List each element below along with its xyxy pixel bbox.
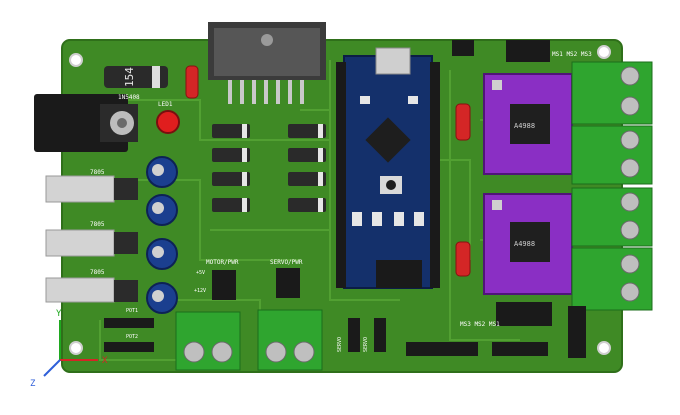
servo-label-2: SERVO xyxy=(363,337,369,352)
pot1-label: POT1 xyxy=(126,308,138,314)
bottom-right-headers: MS3 MS2 MS1 xyxy=(460,302,586,358)
potentiometer-headers: POT1 POT2 xyxy=(104,308,154,352)
arduino-nano-module xyxy=(343,47,433,289)
resistors xyxy=(185,65,471,277)
driver-1-chip: A4988 xyxy=(514,122,535,130)
stepper-driver-1: A4988 xyxy=(483,73,573,175)
diode-array xyxy=(212,124,326,212)
axis-gizmo: Y X Z xyxy=(30,309,108,389)
regulator-3-label: 7805 xyxy=(90,269,105,276)
led-label: LED1 xyxy=(158,101,173,108)
right-screw-terminals xyxy=(571,61,653,311)
regulator-1-label: 7805 xyxy=(90,169,105,176)
status-led: LED1 xyxy=(156,101,180,134)
header-bottom-label: MS3 MS2 MS1 xyxy=(460,321,500,328)
electrolytic-capacitors xyxy=(146,156,178,314)
axis-x-label: X xyxy=(102,356,108,366)
power-jumpers: MOTOR/PWR SERVO/PWR +5V +12V xyxy=(194,259,303,300)
servo-pwr-label: SERVO/PWR xyxy=(270,259,303,266)
power-diode: 154 1N5408 xyxy=(104,66,168,101)
top-jumper-headers: MS1 MS2 MS3 xyxy=(452,40,592,62)
header-top-label: MS1 MS2 MS3 xyxy=(552,51,592,58)
dc-power-jack xyxy=(34,94,138,152)
diode-label: 1N5408 xyxy=(118,94,140,101)
bottom-screw-terminals xyxy=(175,309,323,371)
servo-label-1: SERVO xyxy=(337,337,343,352)
driver-2-chip: A4988 xyxy=(514,240,535,248)
nano-pin-headers xyxy=(336,62,440,288)
voltage-regulators: 7805 7805 7805 xyxy=(45,169,138,303)
diode-body-label: 154 xyxy=(123,67,136,87)
regulator-2-label: 7805 xyxy=(90,221,105,228)
plus5v-label: +5V xyxy=(196,270,205,276)
plus12v-label: +12V xyxy=(194,288,206,294)
servo-headers: SERVO SERVO xyxy=(337,318,478,356)
motor-pwr-label: MOTOR/PWR xyxy=(206,259,239,266)
stepper-driver-2: A4988 xyxy=(483,193,573,295)
heatsink-regulator xyxy=(208,22,326,104)
pot2-label: POT2 xyxy=(126,334,138,340)
diode-array-bands xyxy=(242,124,323,212)
axis-z-label: Z xyxy=(30,379,36,389)
axis-y-label: Y xyxy=(56,309,62,319)
mounting-holes xyxy=(69,45,611,355)
copper-traces xyxy=(90,60,560,361)
